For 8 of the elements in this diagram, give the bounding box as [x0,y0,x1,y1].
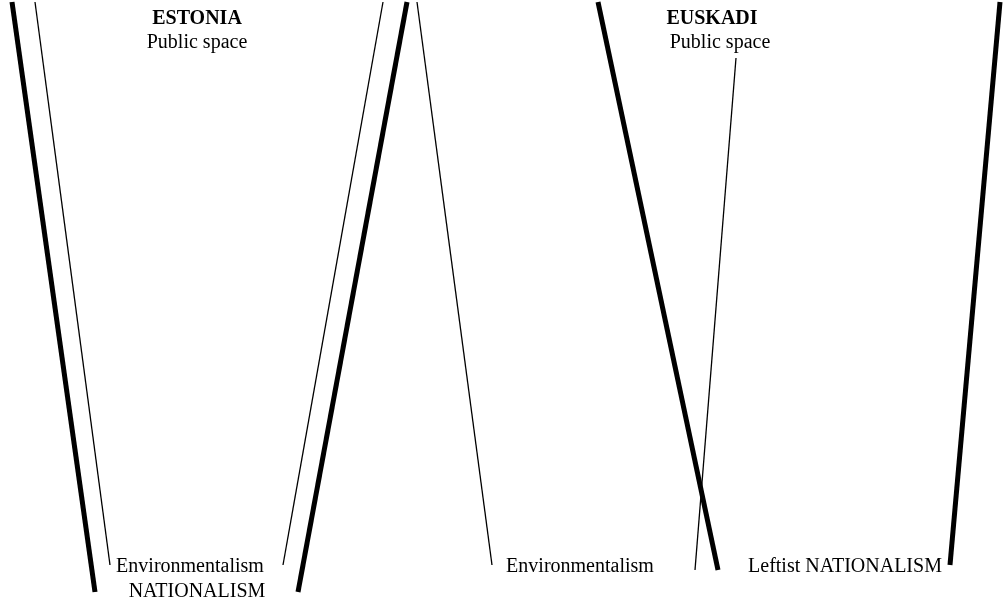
funnel-label: NATIONALISM [128,579,266,601]
funnel-label: Environmentalism [116,554,264,576]
funnel-label: Public space [669,30,771,52]
funnel-label: Public space [146,30,248,52]
funnel-label: Leftist NATIONALISM [748,554,942,576]
funnel-label: Environmentalism [506,554,654,576]
region-heading: ESTONIA [152,6,242,28]
region-heading: EUSKADI [666,6,758,28]
